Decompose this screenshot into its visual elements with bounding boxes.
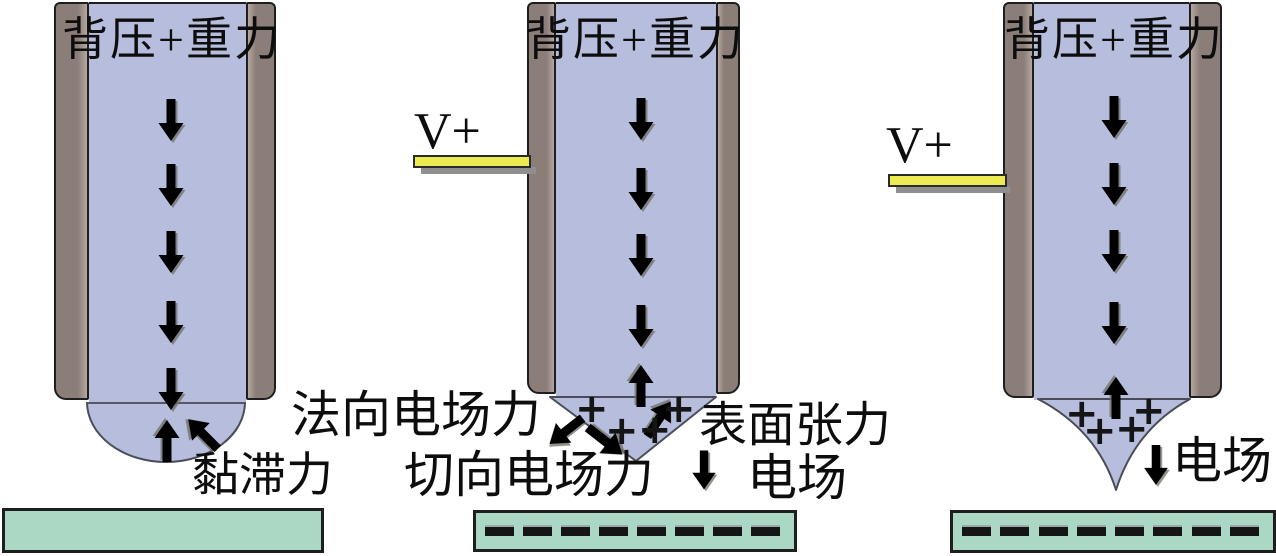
- nozzle1-left-wall: [54, 2, 89, 400]
- negative-charge-icon: [713, 527, 742, 536]
- down-arrow-icon: [628, 168, 654, 210]
- down-arrow-icon: [628, 98, 654, 140]
- nozzle1-right-wall: [246, 2, 276, 400]
- positive-charge-icon: +: [1083, 408, 1117, 454]
- positive-charge-icon: +: [605, 408, 639, 454]
- substrate-3: [950, 510, 1276, 553]
- voltage-electrode-2: [413, 155, 531, 168]
- back-pressure-gravity-label-3: 背压+重力: [1004, 14, 1224, 65]
- nozzle2-right-wall: [716, 2, 740, 394]
- nozzle3-taylor-cone: [1037, 398, 1191, 491]
- positive-charge-icon: +: [662, 386, 696, 432]
- substrate-2: [473, 510, 797, 552]
- voltage-plus-label-3: V+: [886, 117, 953, 174]
- down-arrow-icon: [1101, 302, 1127, 344]
- down-arrow-icon: [158, 301, 184, 343]
- positive-charge-icon: +: [638, 407, 672, 453]
- down-arrow-icon: [628, 305, 654, 347]
- positive-charge-icon: +: [575, 386, 609, 432]
- electric-field-down-arrow-icon: [692, 450, 716, 490]
- negative-charge-icon: [485, 527, 514, 536]
- negative-charge-icon: [599, 527, 628, 536]
- tangential-field-force-label: 切向电场力: [404, 447, 654, 503]
- voltage-electrode-3: [888, 174, 1007, 187]
- negative-charge-icon: [962, 527, 991, 536]
- down-arrow-icon: [1101, 96, 1127, 138]
- down-arrow-icon: [158, 164, 184, 206]
- nozzle2-left-wall: [527, 2, 556, 394]
- viscous-force-up-arrow-icon: [154, 420, 180, 462]
- negative-charge-icon: [1229, 527, 1259, 536]
- nozzle3-left-wall: [1003, 2, 1034, 398]
- negative-charge-icon: [1000, 527, 1030, 536]
- nozzle3-right-wall: [1189, 2, 1222, 398]
- down-arrow-icon: [1101, 230, 1127, 272]
- down-arrow-icon: [628, 234, 654, 276]
- negative-charge-icon: [561, 527, 590, 536]
- electric-field-label-3: 电场: [1172, 433, 1272, 489]
- down-arrow-icon: [158, 99, 184, 141]
- electrode-shadow: [421, 167, 536, 174]
- negative-charge-icon: [1115, 527, 1145, 536]
- negative-charge-icon: [637, 527, 666, 536]
- negative-charge-icon: [1191, 527, 1221, 536]
- positive-charge-icon: +: [1115, 406, 1149, 452]
- electrode-shadow: [896, 186, 1010, 193]
- negative-charge-icon: [675, 527, 704, 536]
- positive-charge-icon: +: [1132, 388, 1166, 434]
- negative-charge-icon: [1076, 527, 1106, 536]
- down-arrow-icon: [158, 231, 184, 273]
- surface-tension-label: 表面张力: [699, 399, 892, 452]
- negative-charge-icon: [1153, 527, 1183, 536]
- voltage-plus-label-2: V+: [414, 103, 481, 160]
- down-arrow-icon: [158, 368, 184, 410]
- negative-charge-row: [962, 527, 1259, 536]
- substrate-1: [2, 508, 324, 553]
- normal-field-force-label: 法向电场力: [291, 387, 541, 443]
- electric-field-label-2: 电场: [747, 450, 847, 506]
- negative-charge-icon: [523, 527, 552, 536]
- down-arrow-icon: [1101, 163, 1127, 205]
- back-pressure-gravity-label-2: 背压+重力: [525, 14, 745, 65]
- negative-charge-row: [485, 527, 780, 536]
- viscous-force-label: 黏滞力: [192, 450, 333, 502]
- negative-charge-icon: [751, 527, 780, 536]
- negative-charge-icon: [1038, 527, 1068, 536]
- positive-charge-icon: +: [1065, 391, 1099, 437]
- back-pressure-gravity-label-1: 背压+重力: [62, 14, 282, 65]
